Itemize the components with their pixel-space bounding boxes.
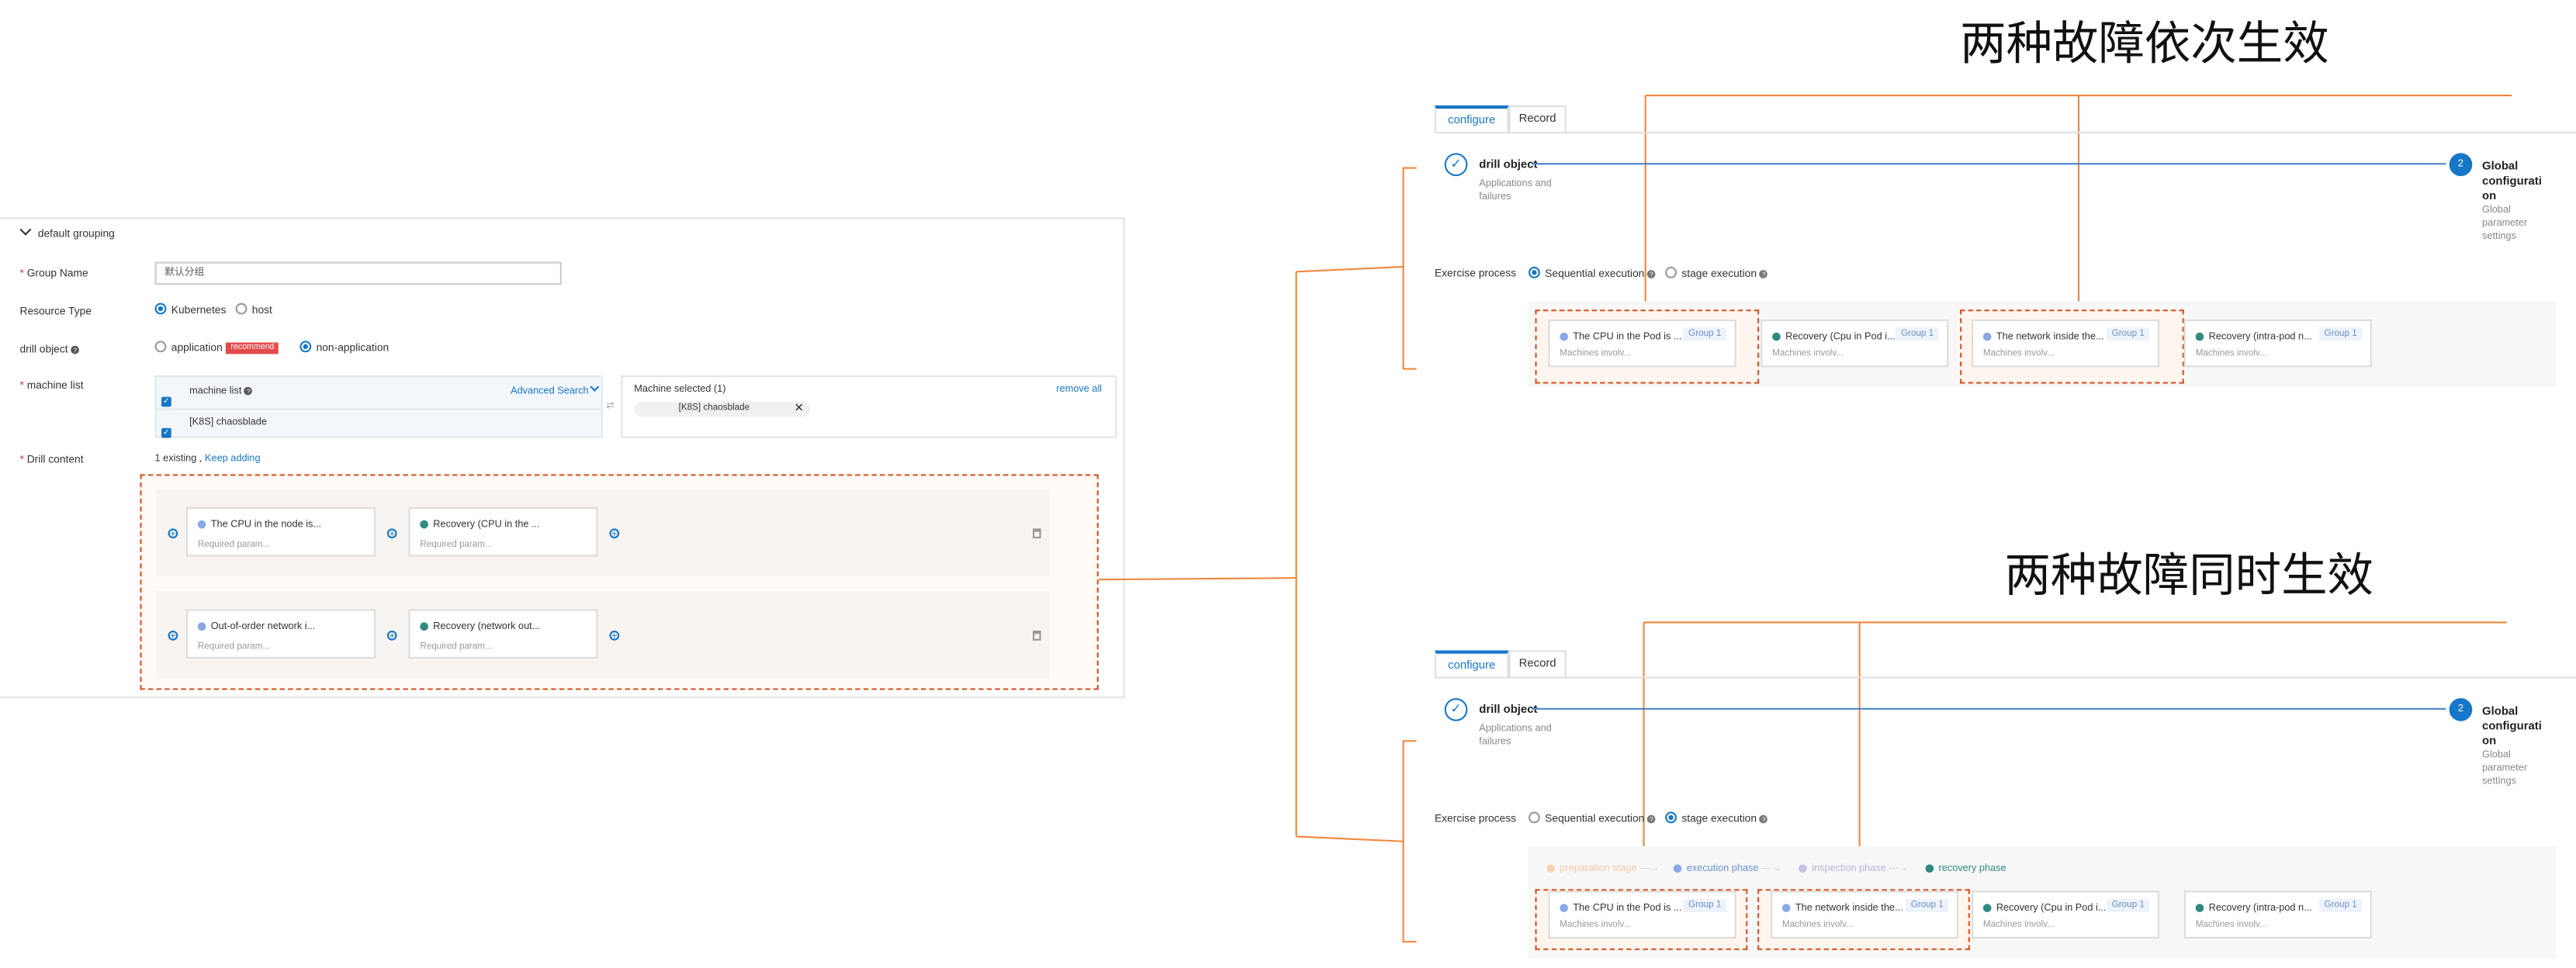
resource-type-label: Resource Type — [19, 306, 92, 318]
stage-execution-radio[interactable]: stage execution ? — [1665, 266, 1768, 280]
resource-host-radio[interactable]: host — [235, 302, 272, 316]
help-icon: ? — [1759, 815, 1768, 824]
sequential-title: 两种故障依次生效 — [1960, 16, 2329, 71]
machine-list-table: ✓ machine list ? Advanced Search ✓ [K8S]… — [154, 375, 603, 438]
add-icon[interactable]: + — [386, 528, 397, 540]
group-name-input[interactable]: 默认分组 — [154, 261, 562, 285]
step-drill-object: drill object — [1479, 159, 1538, 171]
machine-list-label: * machine list — [19, 380, 84, 392]
keep-adding-link[interactable]: Keep adding — [204, 454, 261, 465]
add-icon[interactable]: + — [386, 631, 397, 642]
step-connector — [1532, 163, 2446, 165]
select-all-checkbox[interactable]: ✓ — [161, 396, 171, 406]
recommend-badge: recommend — [225, 342, 279, 354]
resource-kubernetes-radio[interactable]: Kubernetes — [154, 302, 226, 316]
add-icon[interactable]: + — [168, 631, 178, 642]
help-icon: ? — [1759, 270, 1768, 279]
machine-selected-title: Machine selected (1) — [634, 385, 726, 396]
add-icon[interactable]: + — [168, 528, 178, 540]
recovery-card[interactable]: Recovery (CPU in the ... Required param.… — [408, 506, 598, 557]
transfer-icon: ⇄ — [606, 401, 615, 412]
drill-row-1: + The CPU in the node is... Required par… — [156, 489, 1050, 576]
phase-preparation: preparation stage ---→ — [1546, 864, 1659, 874]
step-connector — [1532, 707, 2446, 710]
sequential-execution-radio[interactable]: Sequential execution ? — [1528, 811, 1656, 825]
group-name-label: * Group Name — [19, 268, 88, 280]
recovery-card[interactable]: Recovery (network out... Required param.… — [408, 609, 598, 659]
tab-configure[interactable]: configure — [1434, 650, 1509, 677]
check-icon: ✓ — [1444, 698, 1468, 721]
tab-record[interactable]: Record — [1508, 650, 1567, 677]
advanced-search-link[interactable]: Advanced Search — [511, 382, 600, 397]
fault-card[interactable]: The CPU in the node is... Required param… — [185, 506, 376, 557]
machine-row-checkbox[interactable]: ✓ — [161, 427, 171, 438]
phase-recovery: recovery phase — [1925, 864, 2006, 874]
phase-execution: execution phase ---→ — [1673, 864, 1781, 874]
drill-row-2: + Out-of-order network i... Required par… — [156, 591, 1050, 679]
machine-selected-box: Machine selected (1) remove all [K8S] ch… — [621, 375, 1117, 438]
trash-icon[interactable] — [1032, 631, 1041, 641]
trash-icon[interactable] — [1032, 528, 1041, 539]
tab-bar: configure Record — [1434, 650, 2576, 679]
drill-object-label: drill object ? — [19, 344, 80, 356]
drill-config-panel: default grouping * Group Name 默认分组 Resou… — [0, 217, 1125, 699]
machine-row: [K8S] chaosblade — [189, 418, 267, 428]
drill-content-label: * Drill content — [19, 454, 84, 466]
selected-machine-tag: [K8S] chaosblade ✕ — [634, 401, 811, 417]
fault-card[interactable]: Out-of-order network i... Required param… — [185, 609, 376, 659]
drill-non-application-radio[interactable]: non-application — [299, 341, 389, 354]
existing-count: 1 existing , — [154, 454, 203, 465]
step-number: 2 — [2449, 153, 2473, 177]
simultaneous-title: 两种故障同时生效 — [2004, 548, 2373, 603]
help-icon: ? — [71, 345, 80, 354]
exercise-process-label: Exercise process — [1434, 813, 1517, 825]
exercise-process-label: Exercise process — [1434, 268, 1517, 280]
selected-machine-tag-label: [K8S] chaosblade — [678, 403, 750, 413]
group-header-label: default grouping — [37, 229, 115, 240]
step-number: 2 — [2449, 698, 2473, 721]
tab-bar: configure Record — [1434, 105, 2576, 133]
add-icon[interactable]: + — [609, 528, 620, 540]
add-icon[interactable]: + — [609, 631, 620, 642]
help-icon: ? — [1647, 815, 1656, 824]
tab-record[interactable]: Record — [1508, 105, 1567, 132]
step-drill-object: drill object — [1479, 704, 1538, 717]
check-icon: ✓ — [1444, 153, 1468, 177]
stage-execution-radio[interactable]: stage execution ? — [1665, 811, 1768, 825]
tab-configure[interactable]: configure — [1434, 105, 1509, 132]
help-icon: ? — [244, 386, 253, 396]
group-header[interactable]: default grouping — [19, 223, 115, 240]
remove-all-link[interactable]: remove all — [1056, 385, 1103, 396]
sequential-execution-radio[interactable]: Sequential execution ? — [1528, 266, 1656, 280]
phase-inspection: inspection phase ---→ — [1799, 864, 1909, 874]
help-icon: ? — [1647, 270, 1656, 279]
close-icon[interactable]: ✕ — [794, 403, 804, 415]
machine-list-header: machine list ? — [189, 386, 253, 397]
drill-content-summary: 1 existing , Keep adding — [155, 455, 261, 465]
